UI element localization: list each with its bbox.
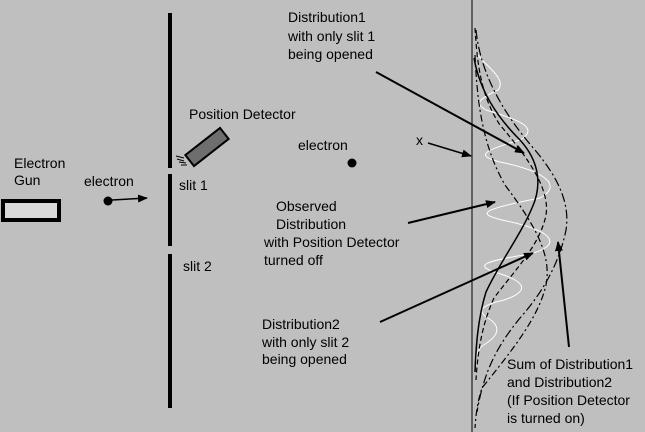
observed-curve — [473, 57, 539, 373]
observed-arrow — [407, 200, 496, 224]
electron-gun-label-line1: Electron — [14, 155, 65, 171]
distribution1-arrow — [375, 71, 525, 154]
distribution2-label-line2: with only slit 2 — [261, 334, 349, 350]
observed-label-line4: turned off — [264, 252, 323, 268]
distribution2-label-line1: Distribution2 — [262, 316, 340, 332]
slit1-label: slit 1 — [179, 177, 208, 193]
distribution1-label-line2: with only slit 1 — [287, 28, 375, 44]
distribution2-label-line3: being opened — [262, 351, 347, 367]
sum-arrow — [554, 241, 570, 348]
observed-label-line2: Distribution — [276, 216, 346, 232]
distribution1-label-line3: being opened — [288, 46, 373, 62]
detector-emission-marks — [175, 155, 187, 166]
slit2-label: slit 2 — [183, 258, 212, 274]
position-detector-label: Position Detector — [189, 106, 296, 122]
electron-left-label: electron — [84, 173, 134, 189]
distribution2-arrow — [379, 252, 534, 323]
distribution1-curve — [474, 27, 548, 381]
electron-left-arrow — [111, 194, 148, 203]
sum-curve — [475, 29, 568, 413]
electron-mid-label: electron — [298, 137, 348, 153]
sum-label-line4: is turned on) — [507, 410, 585, 426]
interference-pattern — [475, 51, 551, 367]
electron-gun-barrel — [5, 203, 57, 218]
x-marker-arrow — [427, 142, 472, 158]
sum-label-line3: (If Position Detector — [507, 392, 630, 408]
sum-label-line1: Sum of Distribution1 — [507, 356, 633, 372]
distribution1-label-line1: Distribution1 — [288, 9, 366, 25]
observed-label-line1: Observed — [276, 198, 337, 214]
sum-label-line2: and Distribution2 — [507, 374, 612, 390]
electron-gun-label-line2: Gun — [14, 172, 40, 188]
electron-mid-dot — [347, 158, 357, 168]
x-marker-label: x — [416, 132, 423, 148]
position-detector — [183, 126, 231, 168]
observed-label-line3: with Position Detector — [263, 234, 400, 250]
electron-left-dot — [103, 196, 113, 206]
